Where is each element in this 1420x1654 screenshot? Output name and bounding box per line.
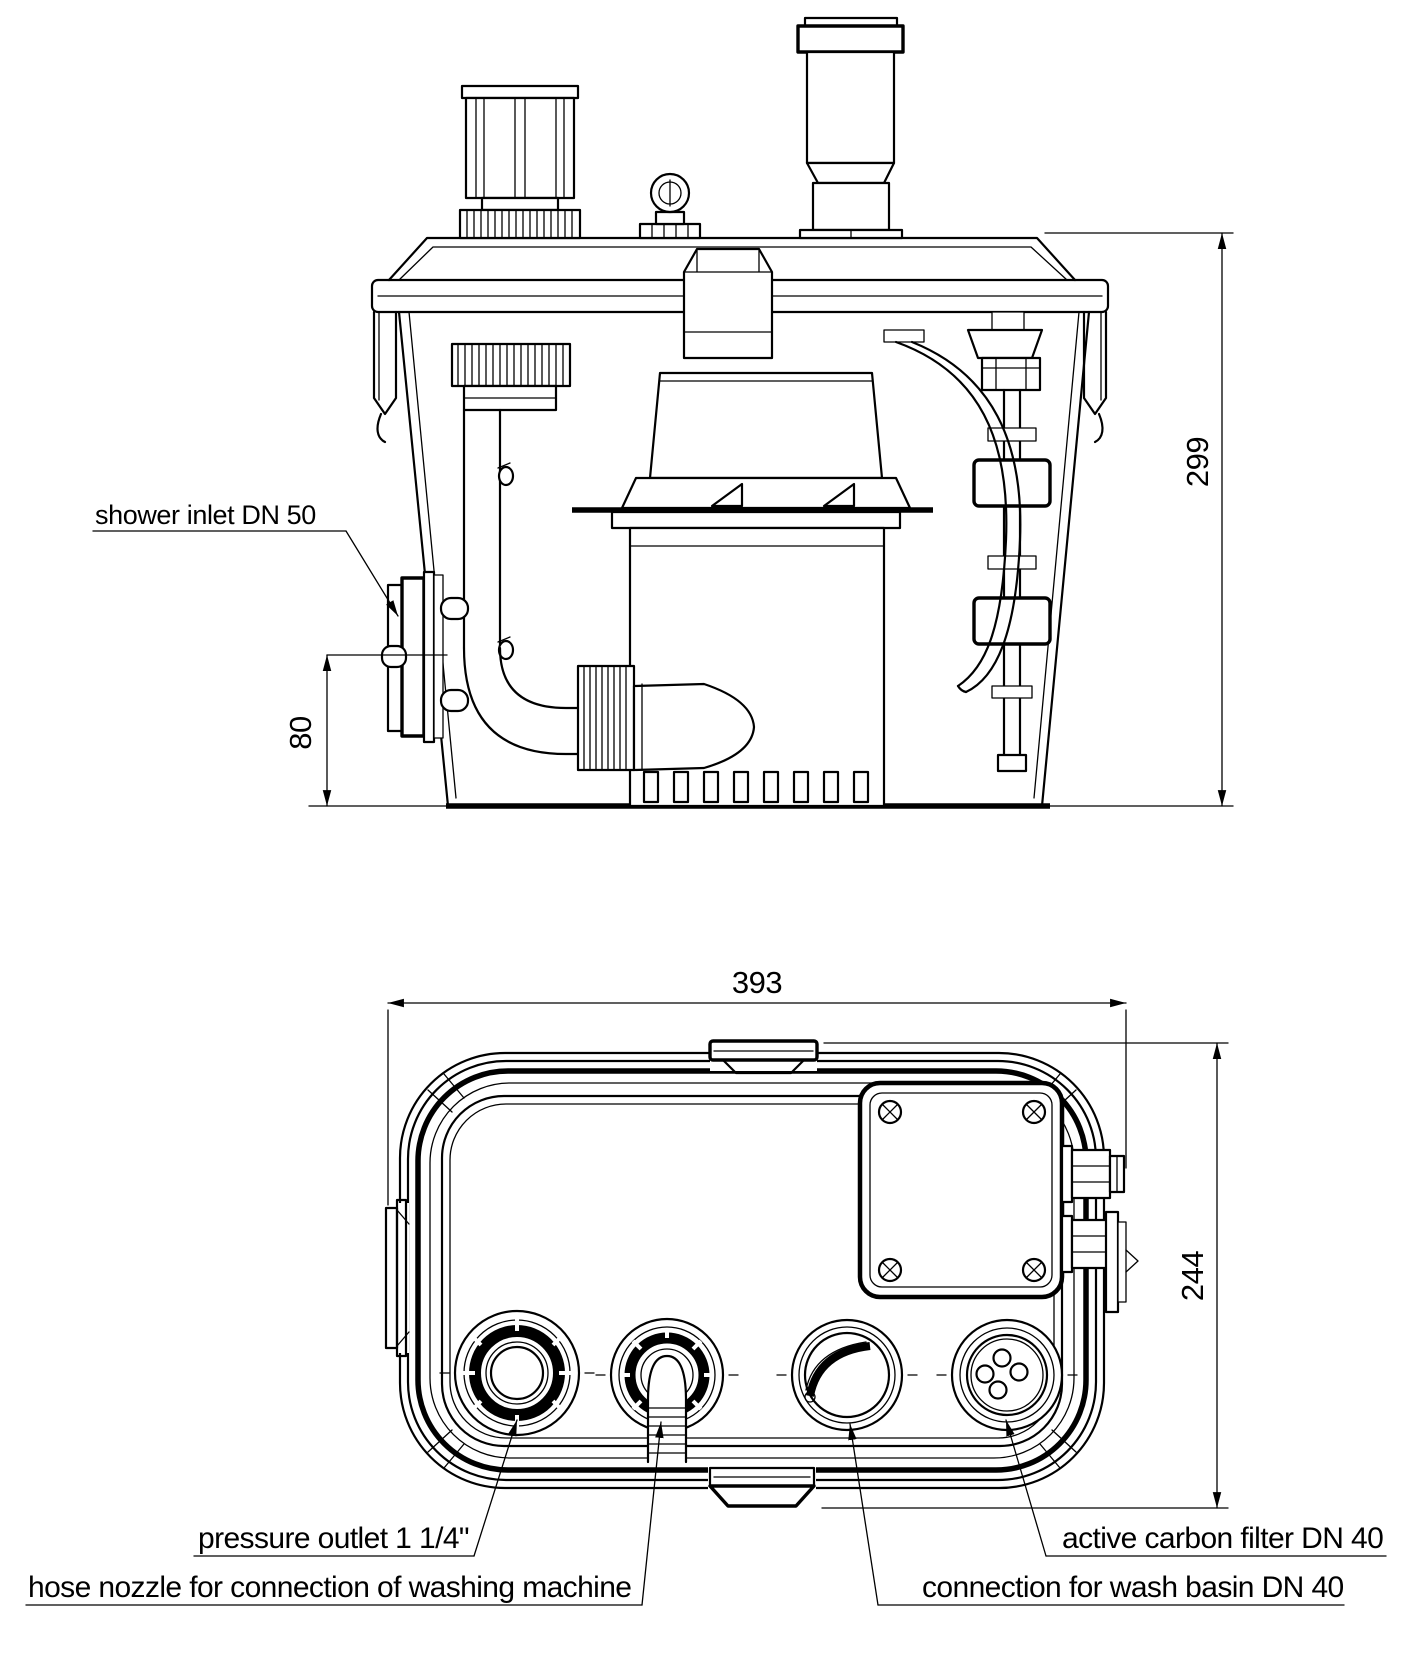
hose-connector [796, 16, 905, 240]
dimension-overall-depth: 244 [821, 1042, 1229, 1509]
label-pressure-outlet: pressure outlet 1 1/4" [193, 1419, 518, 1557]
screw-icon [1021, 1099, 1047, 1125]
lid-handle [682, 247, 774, 360]
plan-view: 393 244 pressure outlet 1 1/4" hose nozz… [25, 965, 1387, 1606]
electrical-box [857, 1080, 1065, 1300]
carbon-filter-text: active carbon filter DN 40 [1062, 1522, 1383, 1555]
port-pressure-outlet [439, 1309, 595, 1437]
pressure-outlet-text: pressure outlet 1 1/4" [198, 1522, 469, 1555]
screw-icon [1021, 1257, 1047, 1283]
cable-loop [883, 329, 1022, 694]
label-shower-inlet: shower inlet DN 50 [92, 500, 399, 617]
label-carbon-filter: active carbon filter DN 40 [1005, 1419, 1387, 1557]
port-carbon-filter [936, 1318, 1078, 1432]
right-bracket [1104, 1210, 1139, 1314]
strainer-slots [642, 770, 870, 804]
lifting-eyelet [638, 172, 702, 240]
port-wash-basin [776, 1318, 918, 1432]
shower-inlet-flange [380, 570, 470, 744]
float-switch [966, 311, 1052, 773]
dimension-overall-height: 299 [1044, 232, 1234, 807]
left-flange [383, 1198, 410, 1358]
wash-basin-text: connection for wash basin DN 40 [922, 1571, 1344, 1604]
vent-knob [458, 84, 582, 240]
dim-393-text: 393 [732, 965, 782, 1000]
label-wash-basin: connection for wash basin DN 40 [848, 1423, 1345, 1606]
dim-80-text: 80 [283, 716, 318, 750]
port-hose-nozzle [595, 1317, 739, 1464]
cable-gland [1060, 1144, 1126, 1204]
tank-body [308, 236, 1234, 809]
right-clip [1082, 310, 1108, 444]
top-handle-tab [708, 1039, 819, 1075]
pressure-pipe [450, 342, 756, 772]
dimension-overall-width: 393 [387, 965, 1127, 1206]
shower-inlet-text: shower inlet DN 50 [95, 500, 316, 530]
hose-nozzle-text: hose nozzle for connection of washing ma… [28, 1571, 631, 1604]
label-hose-nozzle: hose nozzle for connection of washing ma… [25, 1421, 664, 1606]
screw-icon [877, 1099, 903, 1125]
bottom-handle-tab [708, 1466, 816, 1508]
left-clip [372, 310, 398, 444]
dim-299-text: 299 [1180, 437, 1215, 487]
dim-244-text: 244 [1175, 1251, 1210, 1301]
side-view: shower inlet DN 50 299 80 [92, 16, 1234, 809]
screw-icon [877, 1257, 903, 1283]
dimension-inlet-height: 80 [283, 654, 448, 807]
